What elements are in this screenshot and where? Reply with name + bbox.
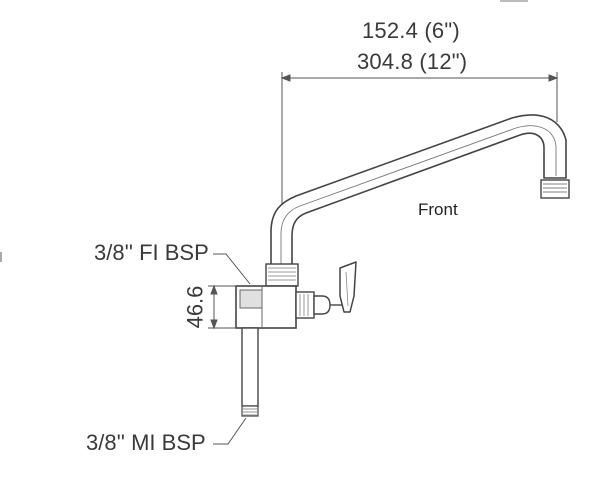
stem-nut: [295, 291, 315, 319]
valve-stem: [295, 291, 344, 319]
outlet-callout-label: 3/8'' MI BSP: [86, 430, 206, 455]
height-dimension-label-wrap: 46.6: [182, 285, 208, 329]
inlet-pipe: [241, 327, 259, 417]
spout-outer: [270, 114, 567, 269]
inlet-callout-label: 3/8'' FI BSP: [94, 240, 209, 265]
aerator-thread: [543, 183, 567, 193]
view-label: Front: [418, 200, 458, 219]
height-dimension: [208, 284, 236, 330]
pipe-thread: [243, 408, 257, 416]
spout: [270, 114, 567, 269]
arrow-down: [210, 319, 218, 330]
collar-thread: [268, 267, 296, 281]
dimension-long-label: 304.8 (12"): [357, 49, 468, 74]
lever-blade: [339, 261, 357, 313]
aerator-body: [540, 179, 570, 199]
lever-handle: [339, 261, 357, 313]
pipe-body: [241, 327, 259, 407]
dimension-short-label: 152.4 (6"): [362, 18, 460, 43]
collar-nut: [265, 263, 299, 287]
leader-outlet-bottom: [213, 417, 247, 445]
stem-cap: [313, 295, 331, 315]
leader-inlet-top: [213, 253, 251, 285]
arrow-right: [548, 74, 559, 82]
height-dimension-label: 46.6: [182, 285, 208, 329]
top-collar: [265, 263, 299, 287]
aerator: [540, 179, 570, 199]
valve-body: [235, 285, 297, 329]
lever-center-line: [345, 271, 349, 307]
arrow-left: [280, 74, 291, 82]
arrow-up: [210, 284, 218, 295]
spout-highlight: [280, 125, 557, 266]
pipe-thread-end: [241, 405, 259, 417]
stem-nut-thread: [299, 294, 309, 316]
valve-inlet-port: [239, 289, 263, 309]
width-dimension: [280, 72, 559, 208]
